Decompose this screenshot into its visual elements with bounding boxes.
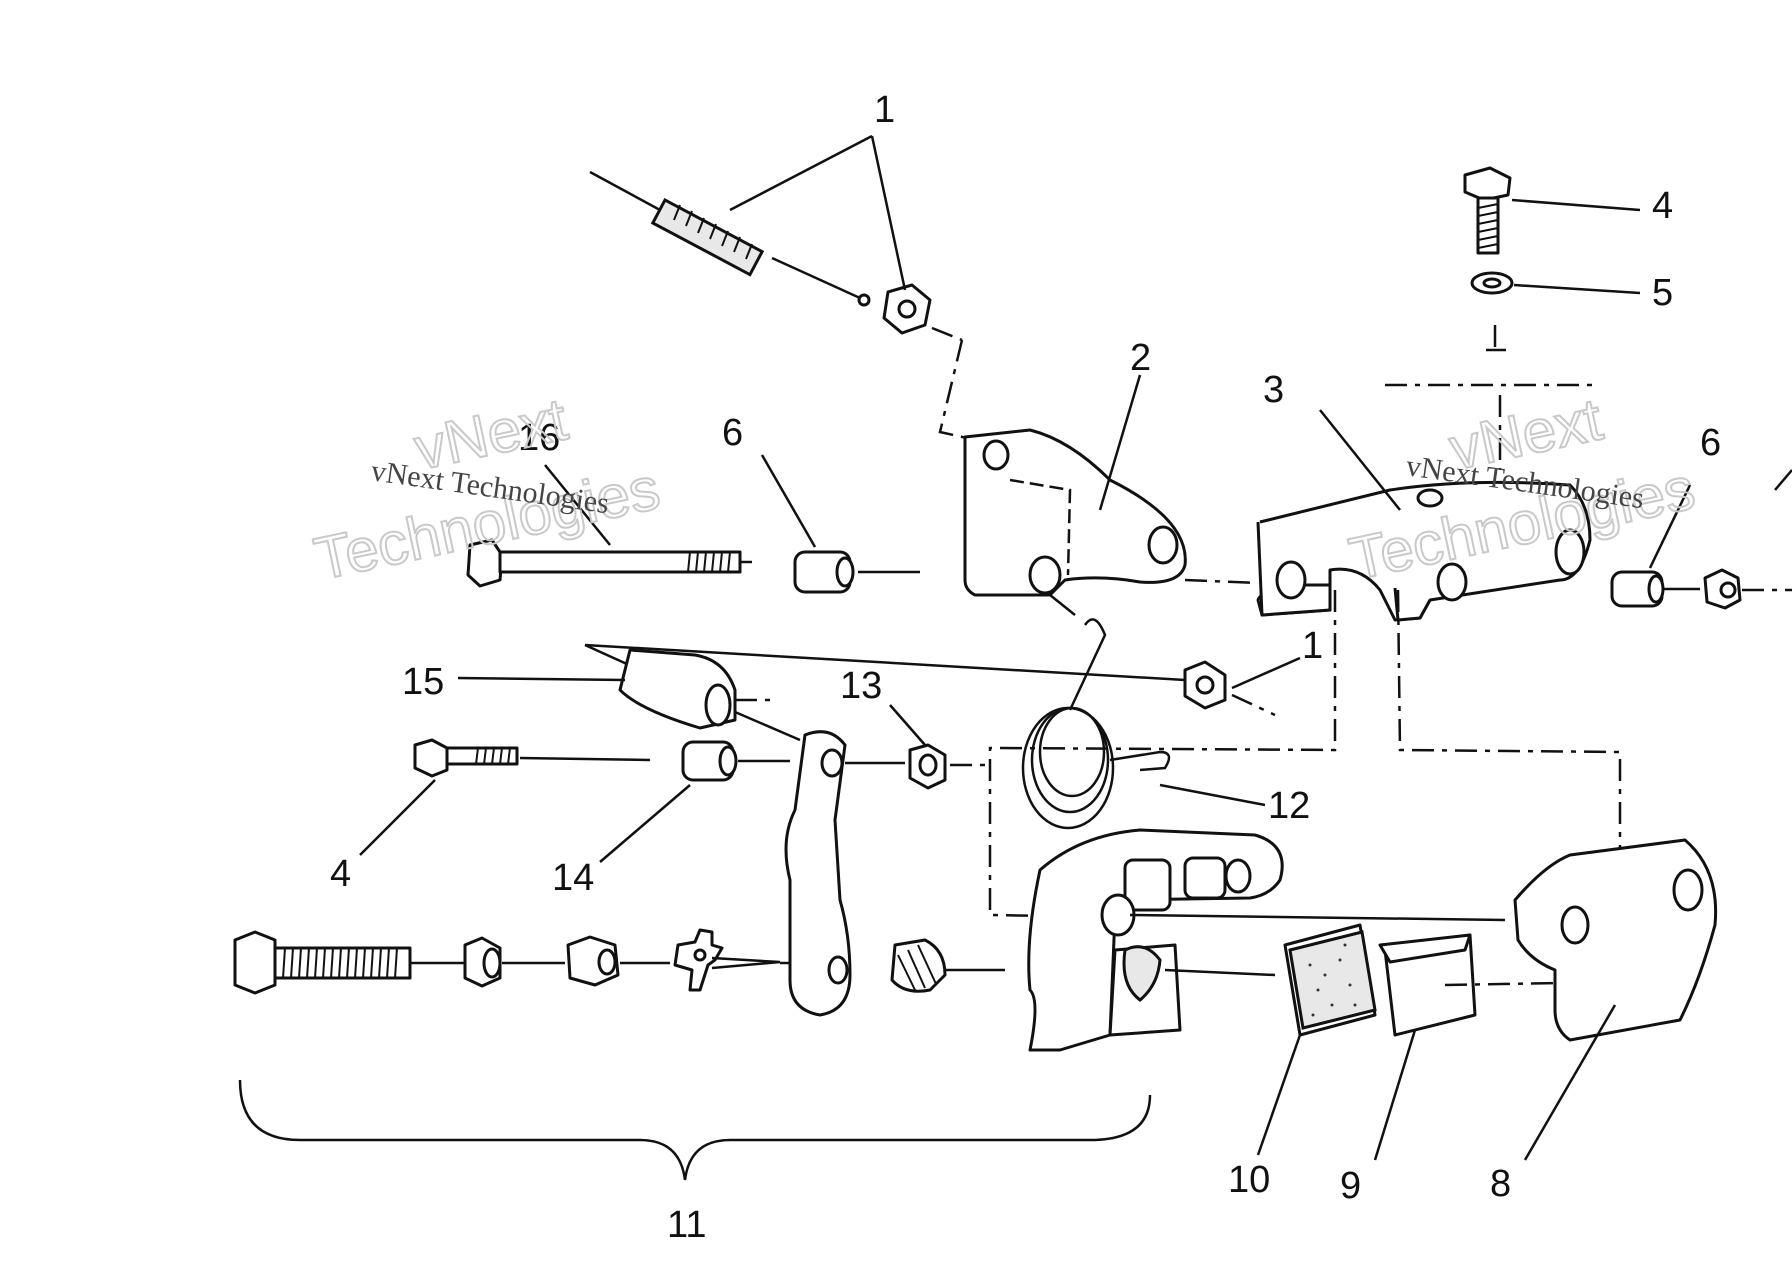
nut-part-1-mid — [1183, 656, 1301, 717]
bolt-part-4-left — [359, 738, 651, 856]
watermark-right: vNext Technologies vNext Technologies — [1343, 384, 1702, 593]
callout-8: 8 — [1490, 1163, 1511, 1205]
callout-3: 3 — [1263, 369, 1284, 411]
lever-arm — [784, 730, 905, 1017]
washer-part-5 — [1385, 271, 1641, 470]
callout-11: 11 — [667, 1204, 706, 1246]
long-bolt-part-16 — [466, 464, 752, 588]
callout-1-mid: 1 — [1302, 625, 1323, 667]
bolt-part-4 — [1463, 166, 1641, 255]
callout-10: 10 — [1228, 1159, 1270, 1201]
callout-13: 13 — [840, 665, 882, 707]
callout-6-left: 6 — [722, 412, 743, 454]
callout-4-left: 4 — [330, 853, 351, 895]
callout-6-right: 6 — [1700, 422, 1721, 464]
brake-pad-part-10 — [1256, 923, 1377, 1156]
adjuster-group-part-11 — [233, 928, 1152, 1181]
callout-labels: 1 2 3 4 5 16 6 6 1 15 13 12 4 14 10 9 8 … — [330, 89, 1721, 1246]
spacer-part-6-right — [1610, 469, 1792, 610]
clamp-part-15 — [457, 643, 1186, 742]
spacer-part-14 — [599, 740, 790, 863]
backing-plate-part-9 — [1373, 933, 1561, 1161]
bracket-plate-part-8 — [1513, 838, 1718, 1161]
callout-2: 2 — [1130, 337, 1151, 379]
callout-15: 15 — [402, 661, 444, 703]
callout-16: 16 — [518, 417, 560, 459]
bracket-part-2 — [963, 374, 1187, 616]
callout-5: 5 — [1652, 272, 1673, 314]
callout-4-top: 4 — [1652, 185, 1673, 227]
callout-9: 9 — [1340, 1165, 1361, 1207]
frame-part-3 — [988, 409, 1622, 920]
nut-part-13 — [889, 704, 985, 790]
callout-14: 14 — [552, 857, 594, 899]
callout-12: 12 — [1268, 785, 1310, 827]
torsion-spring-part-12 — [1021, 618, 1266, 830]
spacer-part-6-left — [760, 454, 920, 594]
caliper-body — [1027, 828, 1506, 1052]
callout-1-top: 1 — [874, 89, 895, 131]
cable-assembly-part-1 — [589, 134, 986, 444]
